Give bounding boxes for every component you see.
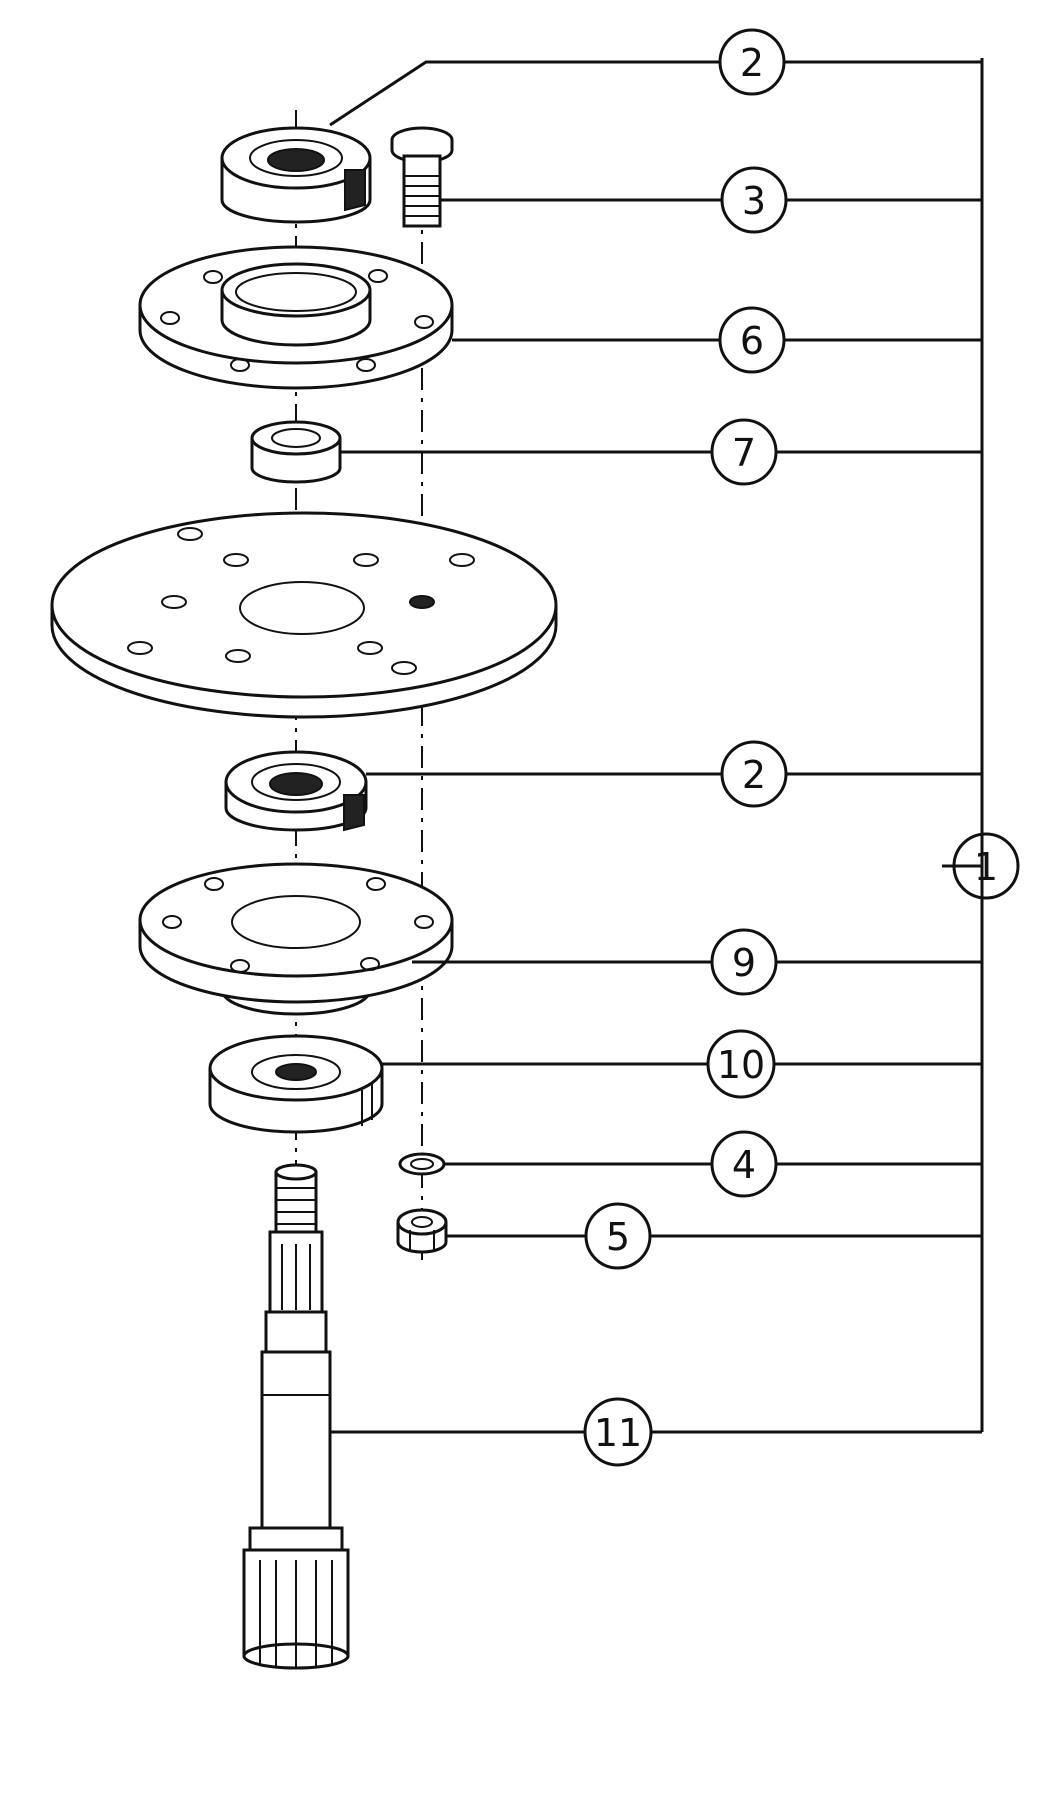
mounting-plate: [50, 511, 558, 719]
callout-label: 11: [594, 1411, 642, 1455]
callout-2-top: 2: [718, 28, 786, 96]
top-bearing: [220, 126, 372, 224]
callout-3: 3: [720, 166, 788, 234]
callout-label: 2: [742, 753, 766, 797]
middle-bearing: [224, 750, 368, 832]
callout-6: 6: [718, 306, 786, 374]
leader-lines: [329, 58, 984, 1434]
callout-label: 3: [742, 179, 766, 223]
lower-flange: [138, 862, 454, 1016]
callout-4: 4: [710, 1130, 778, 1198]
callout-9: 9: [710, 928, 778, 996]
callout-label: 7: [732, 431, 756, 475]
washer: [398, 1152, 446, 1176]
callout-label: 10: [717, 1043, 765, 1087]
callout-label: 6: [740, 319, 764, 363]
shaft: [242, 1163, 350, 1670]
ring-gear: [208, 1034, 384, 1134]
callout-5: 5: [584, 1202, 652, 1270]
callout-10: 10: [706, 1029, 776, 1099]
callout-1: 1: [952, 832, 1020, 900]
callout-11: 11: [583, 1397, 653, 1467]
upper-flange: [138, 245, 454, 390]
nut: [396, 1208, 448, 1254]
callout-label: 9: [732, 941, 756, 985]
callout-label: 1: [974, 845, 998, 889]
bolt: [390, 126, 454, 228]
callout-label: 4: [732, 1143, 756, 1187]
callout-7: 7: [710, 418, 778, 486]
callout-label: 2: [740, 41, 764, 85]
spacer-ring: [250, 420, 342, 484]
callout-label: 5: [606, 1215, 630, 1259]
callout-2-mid: 2: [720, 740, 788, 808]
